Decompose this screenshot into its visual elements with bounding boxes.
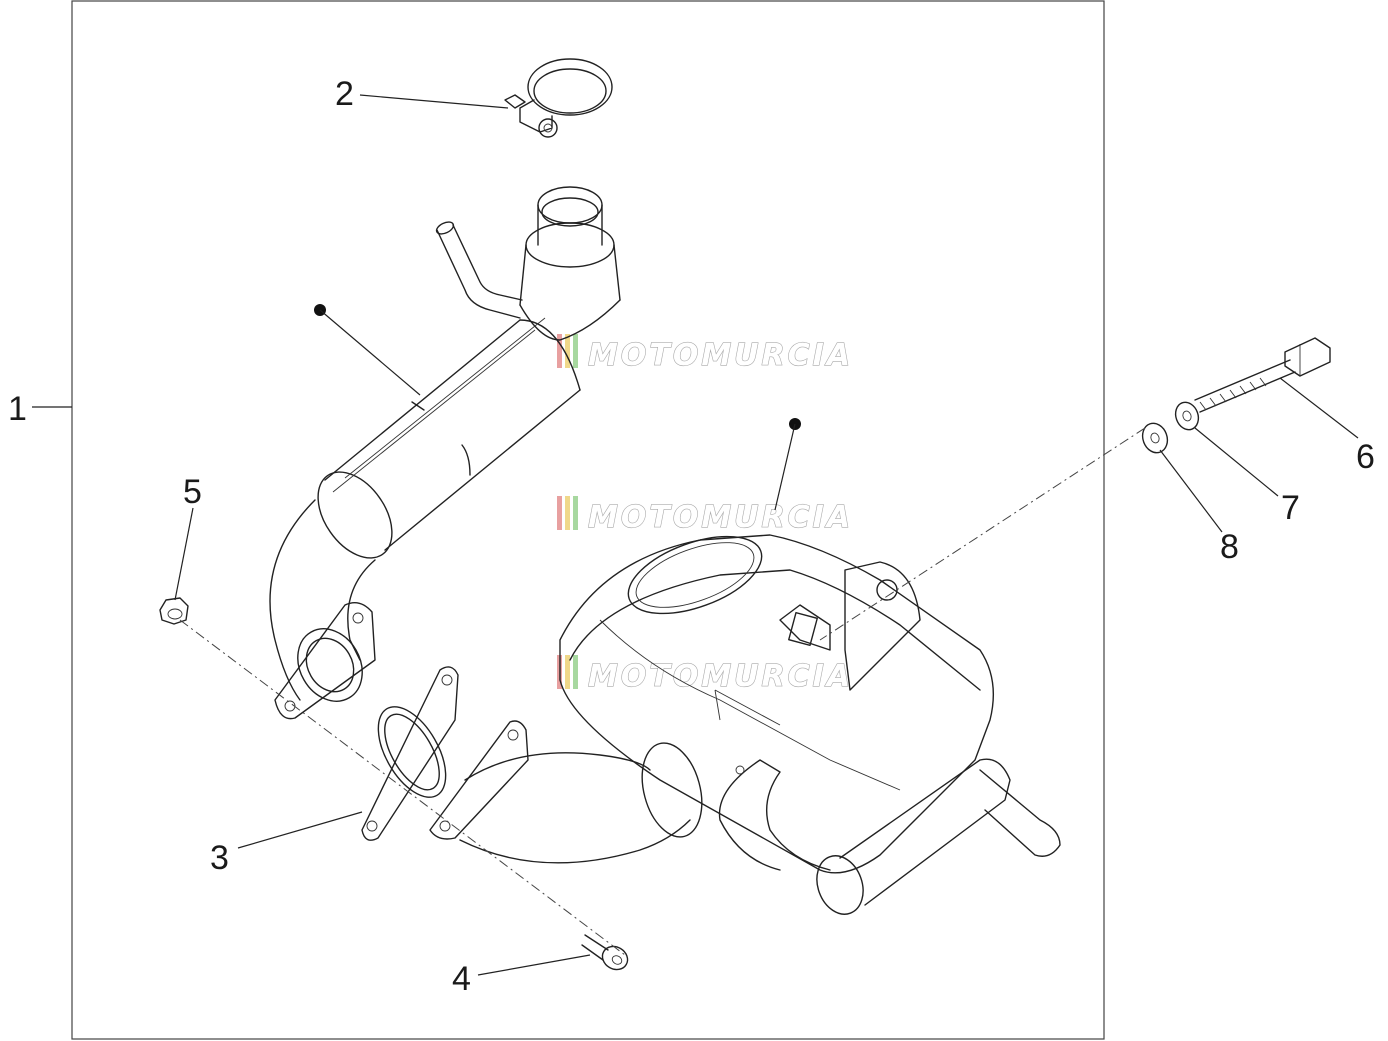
axis-line-right	[819, 427, 1146, 641]
leader-7	[1194, 427, 1279, 497]
nut-part	[159, 597, 189, 625]
callout-7: 7	[1281, 489, 1300, 527]
front-exhaust-pipe	[269, 186, 621, 720]
callout-4: 4	[452, 960, 471, 998]
leader-dot-silencer	[774, 423, 796, 511]
callout-1: 1	[8, 390, 27, 428]
callout-5: 5	[183, 473, 202, 511]
watermark-text-3: MOTOMURCIA	[588, 659, 853, 694]
leader-8	[1159, 449, 1223, 533]
callout-3: 3	[210, 839, 229, 877]
bolt-part	[1194, 337, 1331, 413]
leader-2	[359, 94, 509, 109]
leader-6	[1279, 377, 1359, 439]
washer-8	[1141, 422, 1169, 454]
leader-4	[477, 954, 591, 976]
callout-6: 6	[1356, 438, 1375, 476]
axis-line-left	[179, 619, 626, 956]
leader-3	[237, 811, 363, 849]
leader-dot-pipe	[319, 309, 421, 396]
clamp-part	[504, 58, 613, 138]
watermark-3: MOTOMURCIA	[557, 655, 853, 695]
callout-2: 2	[335, 75, 354, 113]
screw-part	[581, 934, 629, 971]
diagram-frame	[71, 0, 1105, 1040]
watermark-2: MOTOMURCIA	[557, 496, 853, 536]
watermark-1: MOTOMURCIA	[557, 334, 853, 374]
silencer-muffler	[429, 534, 1061, 915]
gasket-part	[361, 666, 459, 841]
watermark-text-2: MOTOMURCIA	[588, 500, 853, 535]
washer-7	[1174, 401, 1200, 431]
watermark-text-1: MOTOMURCIA	[588, 338, 853, 373]
callout-8: 8	[1220, 528, 1239, 566]
leader-5	[174, 507, 194, 601]
